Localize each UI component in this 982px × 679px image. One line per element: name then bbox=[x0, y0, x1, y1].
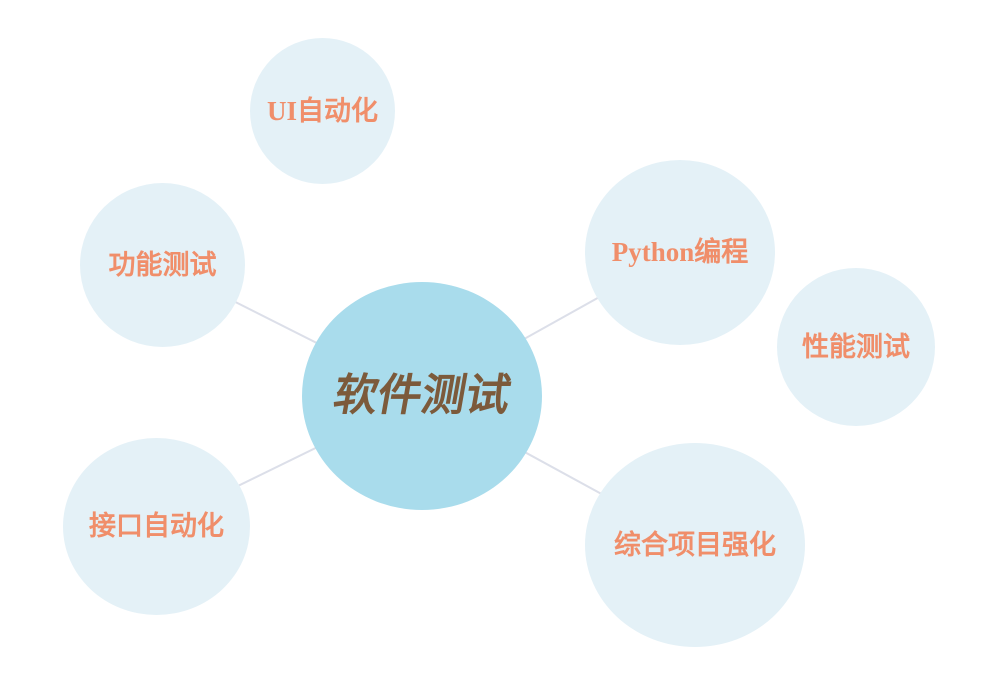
node-api-automation-label: 接口自动化 bbox=[89, 511, 224, 541]
node-functional-testing[interactable]: 功能测试 bbox=[80, 183, 245, 347]
node-functional-testing-label: 功能测试 bbox=[108, 249, 217, 280]
node-python-programming[interactable]: Python编程 bbox=[585, 160, 775, 345]
node-performance-testing-label: 性能测试 bbox=[802, 331, 910, 362]
node-center-topic-label: 软件测试 bbox=[329, 371, 515, 420]
node-api-automation[interactable]: 接口自动化 bbox=[63, 438, 250, 615]
node-ui-automation[interactable]: UI自动化 bbox=[250, 38, 395, 184]
node-performance-testing[interactable]: 性能测试 bbox=[777, 268, 935, 426]
node-comprehensive-project[interactable]: 综合项目强化 bbox=[585, 443, 805, 647]
node-comprehensive-project-label: 综合项目强化 bbox=[614, 529, 776, 560]
node-ui-automation-label: UI自动化 bbox=[266, 95, 378, 126]
node-python-programming-label: Python编程 bbox=[611, 237, 749, 267]
node-center-topic[interactable]: 软件测试 bbox=[302, 282, 542, 510]
